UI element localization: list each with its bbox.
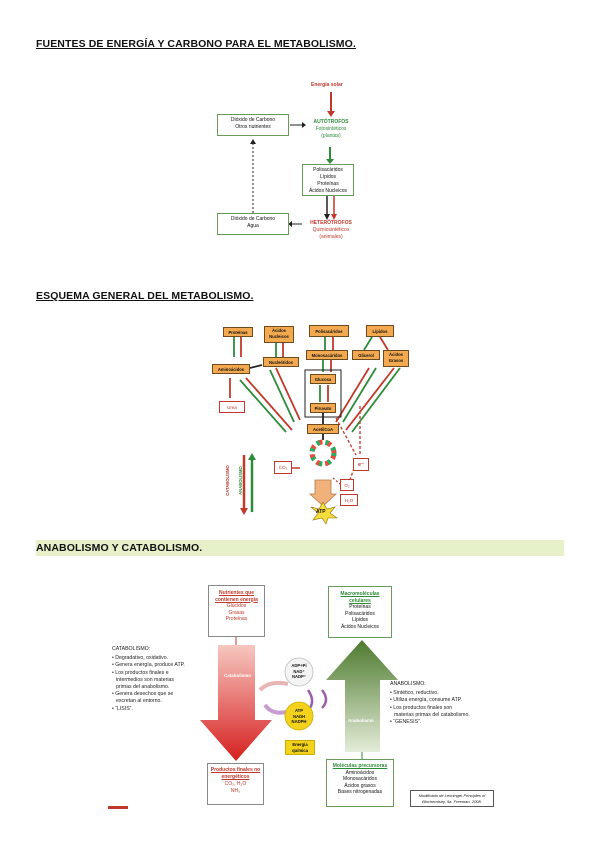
section-title-anabolism-catabolism: ANABOLISMO Y CATABOLISMO. — [36, 540, 564, 556]
precursor-amino: Aminoácidos — [345, 769, 375, 776]
catab-note-5: primas del anabolismo. — [116, 684, 170, 691]
nucleic-acids-box: Ácidos Nucleicos — [264, 326, 294, 343]
proteins-label: Proteínas — [317, 181, 339, 187]
catabolism-notes: CATABOLISMO: • Degradativo, oxidativo. •… — [112, 646, 206, 713]
co2-label: Dióxido de Carbono — [230, 117, 276, 123]
catab-note-4: intermedios son materias — [116, 676, 174, 683]
nucleotides-box: Nucleótidos — [263, 357, 299, 367]
catabolism-arrow-label: Catabolismo — [224, 673, 252, 678]
macromolecules-cell-box: Macromoléculas celulares Proteínas Polis… — [328, 586, 392, 638]
monosaccharides-box: Monosacáridos — [306, 350, 348, 360]
precursor-fatty: Ácidos grasos — [344, 782, 376, 789]
co2-box: CO₂ — [274, 461, 292, 474]
catab-note-7: excretan al entorno. — [116, 698, 162, 705]
nadp-label: NADP⁺ — [291, 674, 307, 679]
macro-title: Macromoléculas celulares — [340, 591, 380, 604]
final-products-box: Productos finales no energéticos CO₂, H₂… — [207, 763, 264, 805]
lipids-box: Lípidos — [366, 325, 394, 337]
autotrophs-sub: Fotosintéticos — [315, 126, 347, 132]
credit-line-2: Biochemistry, 5a. Freeman. 2008. — [422, 798, 482, 804]
products-co2-h2o: CO₂, H₂O — [224, 781, 247, 787]
nutrients-fats: Grasas — [228, 609, 245, 616]
nadh-label: NADH — [292, 713, 306, 719]
autotrophs-plants: (plantas) — [321, 133, 341, 139]
nucleic-acids-label: Ácidos Nucleicos — [308, 188, 348, 194]
catab-note-8: • “LISIS”. — [112, 705, 133, 712]
credit-line-1: Modificado de Lehninger Principles of — [418, 792, 486, 798]
nutrients-label: Otros nutrientes — [235, 124, 271, 130]
lipids-label: Lípidos — [319, 174, 337, 180]
credit-box: Modificado de Lehninger Principles of Bi… — [410, 790, 494, 807]
precursor-bases: Bases nitrogenadas — [337, 789, 383, 795]
heterotrophs-animals: (animales) — [319, 234, 343, 240]
adp-circle-text: ADP+Pi NAD⁺ NADP⁺ — [288, 663, 310, 680]
co2-water-box: Dióxido de Carbono Agua — [217, 213, 289, 235]
heterotrophs-title: HETERÓTROFOS — [310, 220, 352, 226]
anabolism-notes-title: ANABOLISMO: — [390, 681, 426, 687]
macromolecules-box: Polisacáridos Lípidos Proteínas Ácidos N… — [302, 164, 354, 196]
macro-polysaccharides: Polisacáridos — [345, 610, 375, 617]
o2-box: O₂ — [340, 479, 354, 491]
energy-word: Energía — [292, 742, 308, 747]
polysaccharides-box: Polisacáridos — [309, 325, 349, 337]
products-nh3: NH₃ — [230, 788, 241, 794]
nutrients-glucids: Glúcidos — [226, 603, 247, 609]
atp-circle-text: ATP NADH NADPH — [288, 708, 310, 725]
chemical-energy-label: Energía química — [285, 740, 315, 755]
anab-note-4: materias primas del catabolismo. — [394, 711, 470, 718]
catab-note-3: • Los productos finales e — [112, 669, 169, 676]
pyruvate-box: Piruvato — [310, 403, 336, 413]
nadph-label: NADPH — [291, 719, 307, 724]
products-title: Productos finales no energéticos — [210, 767, 261, 780]
section-title-energy-sources: FUENTES DE ENERGÍA Y CARBONO PARA EL MET… — [36, 38, 356, 50]
autotrophs-label: AUTÓTROFOS Fotosintéticos (plantas) — [306, 119, 356, 140]
electron-box: e⁻ — [353, 458, 369, 471]
anabolism-notes: ANABOLISMO: • Sintético, reductivo. • Ut… — [390, 681, 500, 726]
catab-note-1: • Degradativo, oxidativo. — [112, 655, 169, 662]
anab-note-3: • Los productos finales son — [390, 704, 453, 711]
chemical-word: química — [292, 747, 308, 753]
solar-energy-label: Energía solar — [311, 82, 343, 88]
co2-nutrients-box: Dióxido de Carbono Otros nutrientes — [217, 114, 289, 136]
glycerol-box: Glicerol — [352, 350, 380, 360]
adp-label: ADP+Pi — [291, 663, 307, 668]
anabolism-arrow-label: Anabolismo — [348, 718, 374, 723]
polysaccharides-label: Polisacáridos — [313, 167, 343, 173]
heterotrophs-sub: Quimiosintéticos — [312, 227, 350, 233]
catabolism-notes-title: CATABOLISMO: — [112, 646, 151, 652]
urea-box: Urea — [219, 401, 245, 413]
anab-note-1: • Sintético, reductivo. — [390, 690, 439, 697]
glucose-box: Glucosa — [310, 374, 336, 384]
precursors-box: Moléculas precursoras Aminoácidos Monosa… — [326, 759, 394, 807]
precursor-mono: Monosacáridos — [343, 776, 377, 782]
anab-note-5: • “GENESIS”. — [390, 719, 422, 726]
water-label: Agua — [247, 223, 259, 229]
atp-label-3: ATP — [294, 708, 304, 713]
macro-nucleic: Ácidos Nucleicos — [340, 623, 380, 630]
heterotrophs-label: HETERÓTROFOS Quimiosintéticos (animales) — [303, 220, 359, 241]
catab-note-6: • Genera desechos que se — [112, 691, 174, 698]
nutrients-proteins: Proteínas — [225, 616, 248, 622]
precursors-title: Moléculas precursoras — [332, 763, 388, 769]
autotrophs-title: AUTÓTROFOS — [313, 119, 349, 125]
macro-lipids: Lípidos — [351, 617, 369, 623]
macro-proteins: Proteínas — [349, 604, 371, 610]
nutrients-box: Nutrientes que contienen energía Glúcido… — [208, 585, 265, 637]
section-title-metabolism-scheme: ESQUEMA GENERAL DEL METABOLISMO. — [36, 290, 254, 302]
catab-note-2: • Genera energía, produce ATP. — [112, 662, 185, 669]
co2-out-label: Dióxido de Carbono — [230, 216, 276, 222]
amino-acids-box: Aminoácidos — [212, 364, 250, 374]
acetylcoa-box: AcetilCoA — [307, 424, 339, 434]
atp-label: ATP — [316, 509, 326, 515]
h2o-box: H₂O — [340, 494, 358, 506]
nutrients-title: Nutrientes que contienen energía — [215, 590, 258, 603]
proteins-box: Proteínas — [223, 327, 253, 337]
nad-label: NAD⁺ — [293, 668, 305, 674]
anab-note-2: • Utiliza energía, consume ATP. — [390, 697, 462, 704]
fatty-acids-box: Ácidos Grasos — [383, 350, 409, 367]
